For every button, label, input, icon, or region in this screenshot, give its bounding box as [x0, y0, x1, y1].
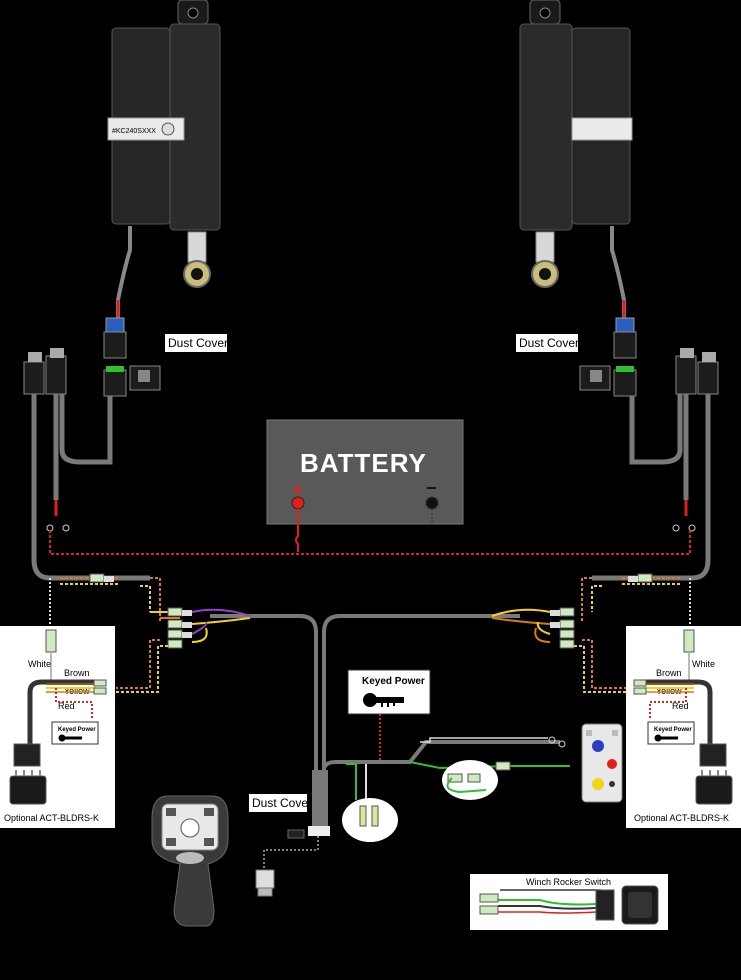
dust-cover-left-label: Dust Cover	[168, 336, 228, 350]
right-red-label: Red	[672, 701, 689, 711]
right-keyed-power-small-label: Keyed Power	[654, 727, 692, 733]
winch-rocker-switch-panel: Winch Rocker Switch	[470, 874, 668, 930]
actuator-left-icon: #KC240SXXX	[107, 0, 221, 288]
optional-kit-left-panel: White Brown Yellow Red Keyed Power Optio…	[0, 626, 115, 828]
battery-negative-label: −	[426, 478, 437, 498]
connector-right-upper	[615, 317, 635, 333]
relay-right	[675, 348, 719, 395]
optional-kit-left-label: Optional ACT-BLDRS-K	[4, 813, 99, 823]
right-yellow-label: Yellow	[656, 686, 682, 696]
optional-kit-right-panel: White Brown Yellow Red Keyed Power Optio…	[626, 626, 741, 828]
battery: BATTERY + −	[266, 419, 464, 525]
dust-cover-right-label: Dust Cover	[519, 336, 579, 350]
battery-positive-label: +	[292, 480, 303, 500]
left-yellow-label: Yellow	[64, 686, 90, 696]
left-red-label: Red	[58, 701, 75, 711]
ring-terminal-icon	[548, 736, 556, 744]
left-keyed-power-small-label: Keyed Power	[58, 727, 96, 733]
actuator-right-icon	[519, 0, 633, 288]
handheld-remote-icon	[151, 795, 229, 927]
left-brown-label: Brown	[64, 668, 90, 678]
red-power-bus	[49, 530, 691, 555]
relay-left	[23, 348, 67, 395]
key-icon	[58, 734, 82, 742]
winch-rocker-switch-label: Winch Rocker Switch	[526, 877, 611, 887]
actuator-right-cable	[610, 226, 626, 326]
battery-positive-wire	[295, 509, 299, 552]
connector-left-lower	[103, 369, 127, 397]
connector-left-upper	[105, 317, 125, 333]
rocker-switch-icon	[9, 770, 47, 805]
battery-negative-terminal	[425, 496, 439, 510]
left-white-label: White	[28, 659, 51, 669]
winch-branch-harness	[322, 740, 560, 771]
key-icon	[363, 693, 404, 707]
right-brown-label: Brown	[656, 668, 682, 678]
right-white-label: White	[692, 659, 715, 669]
battery-positive-terminal	[291, 496, 305, 510]
solenoid-icon	[581, 723, 623, 803]
keyed-power-label: Keyed Power	[362, 676, 425, 687]
actuator-part-number-label: #KC240SXXX	[112, 128, 156, 135]
battery-label: BATTERY	[300, 448, 427, 478]
optional-kit-right-label: Optional ACT-BLDRS-K	[634, 813, 729, 823]
keyed-power-box: Keyed Power	[347, 669, 431, 715]
rocker-switch-icon	[695, 770, 733, 805]
main-harness	[210, 614, 520, 770]
rocker-switch-icon	[621, 885, 659, 925]
connector-right-lower	[613, 369, 637, 397]
key-icon	[654, 734, 678, 742]
actuator-left-cable	[116, 226, 132, 326]
dust-cover-bottom-label: Dust Cover	[252, 796, 312, 810]
